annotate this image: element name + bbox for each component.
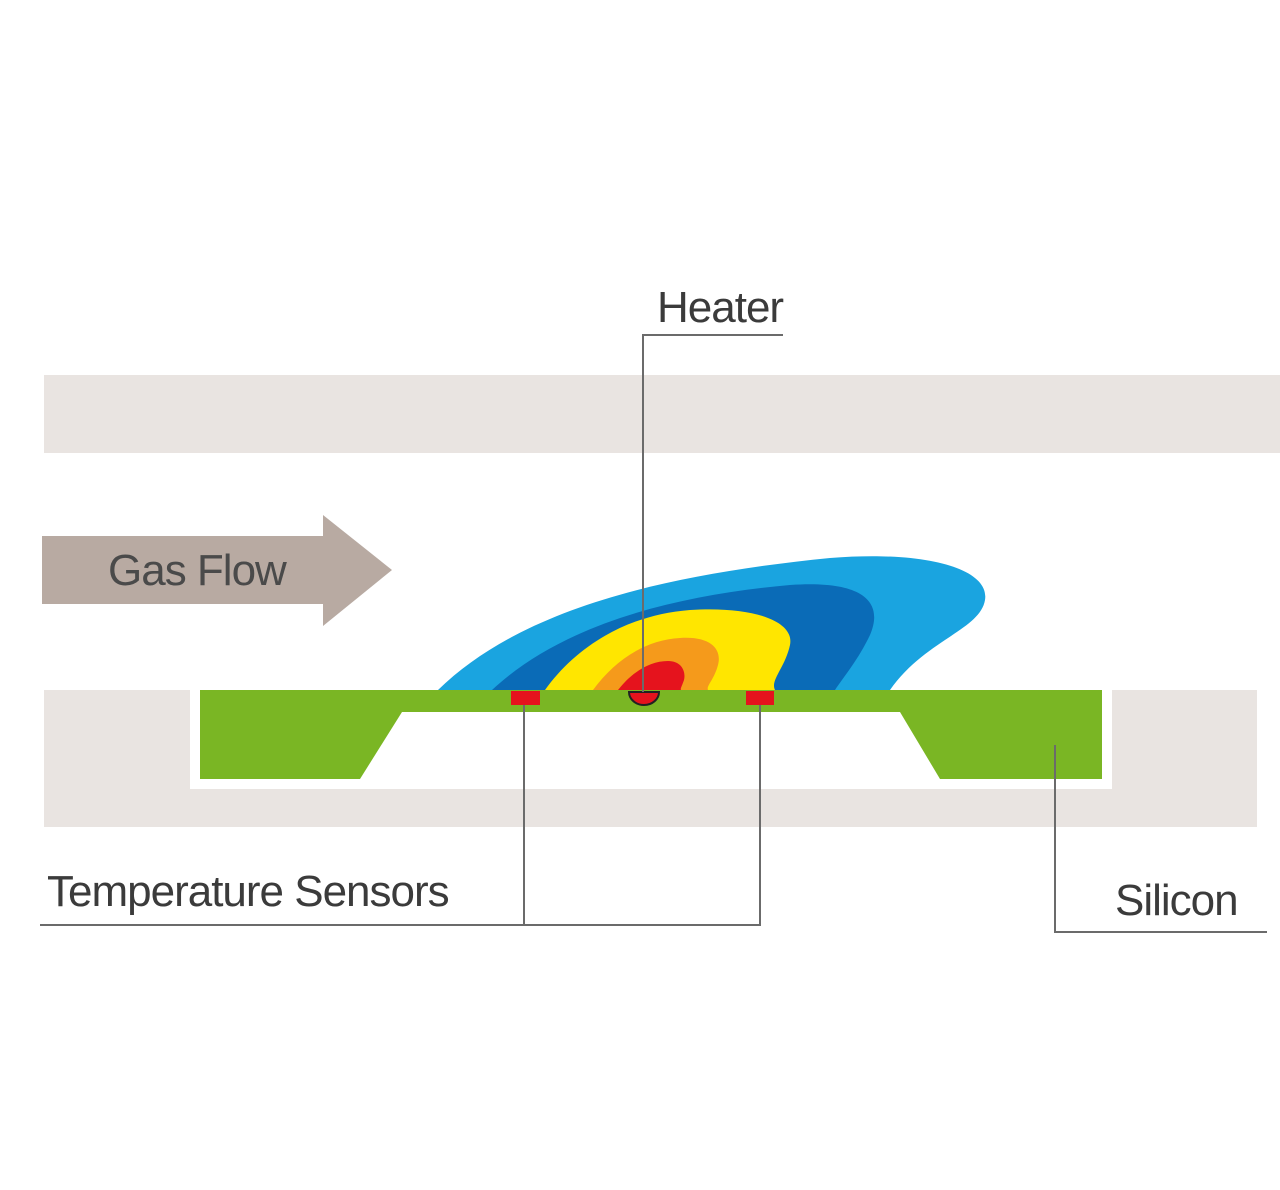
temperature-sensors-leader (40, 705, 761, 926)
leader-lines (40, 334, 1267, 933)
temperature-sensor-upstream (511, 691, 540, 705)
gas-flow-arrow: Gas Flow (42, 515, 392, 626)
heater-leader (642, 334, 783, 692)
temperature-sensors-label: Temperature Sensors (47, 867, 449, 916)
silicon-chip (200, 690, 1102, 779)
gas-flow-label: Gas Flow (108, 546, 287, 595)
silicon-label: Silicon (1115, 876, 1238, 925)
arrow-shape (42, 515, 392, 626)
upper-channel-wall (44, 375, 1280, 453)
heat-plume (438, 556, 986, 690)
temperature-sensor-downstream (746, 691, 774, 705)
heat-zone-red (618, 661, 685, 690)
silicon-leader (1054, 745, 1267, 933)
heater-element (627, 691, 661, 706)
heater-label: Heater (657, 283, 783, 332)
